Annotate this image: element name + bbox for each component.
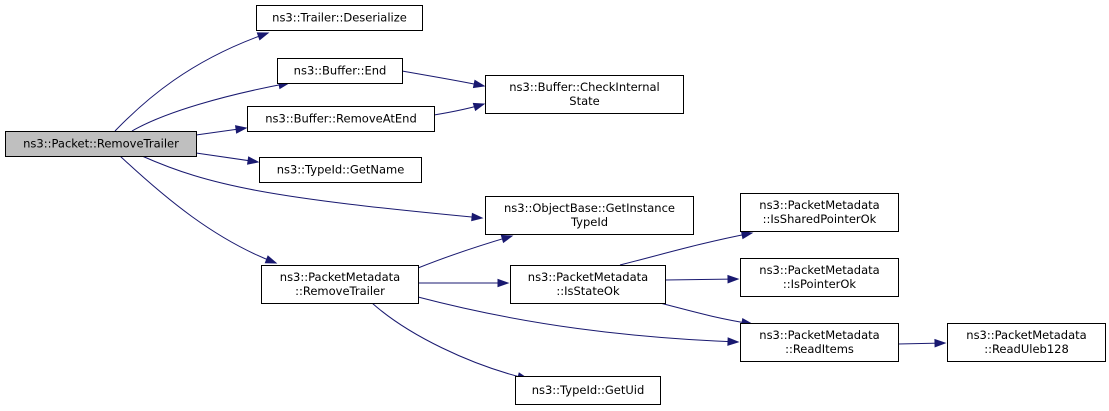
node-label: ::IsStateOk (556, 284, 620, 298)
node-label: ::RemoveTrailer (295, 284, 385, 298)
node-box[interactable] (510, 265, 666, 304)
node-box[interactable] (947, 323, 1106, 362)
node-label: ns3::Trailer::Deserialize (272, 11, 407, 25)
node-trailer-deserialize[interactable]: ns3::Trailer::Deserialize (256, 5, 423, 31)
edge-pm-readitems-to-pm-readuleb128 (897, 338, 947, 348)
edge-line (619, 232, 753, 266)
arrowhead (500, 234, 514, 244)
edge-line (131, 82, 290, 132)
node-label: ns3::PacketMetadata (966, 328, 1086, 342)
node-buffer-end[interactable]: ns3::Buffer::End (277, 58, 403, 84)
edge-line (417, 296, 739, 343)
edge-root-to-objectbase-getinstance (141, 155, 484, 222)
edge-pm-removetrailer-to-typeid-getuid (371, 302, 530, 381)
node-label: ns3::PacketMetadata (759, 263, 879, 277)
edge-root-to-buffer-removeatend (195, 125, 248, 136)
arrowhead (235, 125, 248, 134)
node-pm-readitems[interactable]: ns3::PacketMetadata::ReadItems (740, 323, 899, 362)
edge-pm-removetrailer-to-objectbase-getinstance (417, 234, 514, 269)
node-box[interactable] (261, 265, 419, 304)
arrowhead (934, 338, 947, 348)
node-label: ::ReadUleb128 (984, 342, 1069, 356)
edge-line (114, 32, 269, 132)
arrowhead (246, 156, 260, 165)
arrowhead (471, 212, 484, 222)
node-box[interactable] (515, 376, 661, 405)
node-box[interactable] (277, 58, 403, 84)
edge-root-to-typeid-getname (195, 152, 260, 165)
edge-pm-removetrailer-to-pm-isstateok (418, 278, 510, 288)
node-box[interactable] (740, 258, 899, 297)
arrowhead (472, 102, 486, 112)
node-label: ns3::TypeId::GetUid (532, 383, 645, 397)
arrowhead (740, 230, 754, 240)
node-label: ns3::Buffer::RemoveAtEnd (265, 112, 417, 126)
node-label: ns3::ObjectBase::GetInstance (504, 201, 675, 215)
node-label: ns3::PacketMetadata (759, 328, 879, 342)
arrowhead (256, 32, 270, 41)
edge-pm-isstateok-to-pm-readitems (659, 302, 754, 327)
node-box[interactable] (485, 196, 694, 235)
edge-pm-isstateok-to-pm-issharedpointerok (619, 230, 754, 266)
edge-line (664, 278, 739, 281)
node-label: State (569, 94, 599, 108)
edge-line (417, 235, 513, 269)
arrowhead (497, 278, 510, 288)
node-typeid-getname[interactable]: ns3::TypeId::GetName (259, 157, 422, 183)
edge-buffer-removeatend-to-buffer-checkinternal (433, 102, 486, 116)
edge-line (371, 302, 529, 380)
node-label: TypeId (570, 215, 608, 229)
node-box[interactable] (485, 75, 684, 114)
edge-line (141, 155, 483, 219)
node-box[interactable] (740, 193, 899, 232)
nodes-layer: ns3::Packet::RemoveTrailer ns3::Trailer::… (5, 5, 1106, 405)
edge-pm-isstateok-to-pm-ispointerok (664, 274, 740, 284)
edge-line (119, 155, 277, 264)
node-label: ns3::Buffer::End (294, 64, 387, 78)
node-label: ns3::TypeId::GetName (277, 163, 405, 177)
node-pm-isstateok[interactable]: ns3::PacketMetadata::IsStateOk (510, 265, 666, 304)
node-buffer-removeatend[interactable]: ns3::Buffer::RemoveAtEnd (247, 106, 435, 132)
node-box[interactable] (259, 157, 422, 183)
edge-pm-removetrailer-to-pm-readitems (417, 296, 740, 346)
node-pm-ispointerok[interactable]: ns3::PacketMetadata::IsPointerOk (740, 258, 899, 297)
arrowhead (727, 274, 740, 284)
edge-buffer-end-to-buffer-checkinternal (401, 70, 486, 89)
node-label: ns3::Buffer::CheckInternal (509, 80, 660, 94)
node-label: ::ReadItems (785, 342, 854, 356)
node-box[interactable] (740, 323, 899, 362)
node-pm-readuleb128[interactable]: ns3::PacketMetadata::ReadUleb128 (947, 323, 1106, 362)
node-pm-removetrailer[interactable]: ns3::PacketMetadata::RemoveTrailer (261, 265, 419, 304)
node-label: ::IsPointerOk (783, 277, 857, 291)
arrowhead (727, 337, 740, 346)
node-pm-issharedpointerok[interactable]: ns3::PacketMetadata::IsSharedPointerOk (740, 193, 899, 232)
node-label: ns3::PacketMetadata (759, 198, 879, 212)
arrowhead (472, 79, 486, 89)
node-label: ns3::PacketMetadata (280, 270, 400, 284)
node-root[interactable]: ns3::Packet::RemoveTrailer (5, 131, 197, 157)
node-typeid-getuid[interactable]: ns3::TypeId::GetUid (515, 376, 661, 405)
node-label: ns3::Packet::RemoveTrailer (23, 137, 179, 151)
arrowhead (264, 255, 278, 264)
edge-root-to-trailer-deserialize (114, 32, 270, 132)
node-label: ::IsSharedPointerOk (763, 212, 877, 226)
edge-line (401, 70, 485, 87)
node-box[interactable] (5, 131, 197, 157)
node-box[interactable] (256, 5, 423, 31)
edge-root-to-pm-removetrailer (119, 155, 278, 264)
edge-line (659, 302, 753, 325)
node-box[interactable] (247, 106, 435, 132)
node-label: ns3::PacketMetadata (528, 270, 648, 284)
